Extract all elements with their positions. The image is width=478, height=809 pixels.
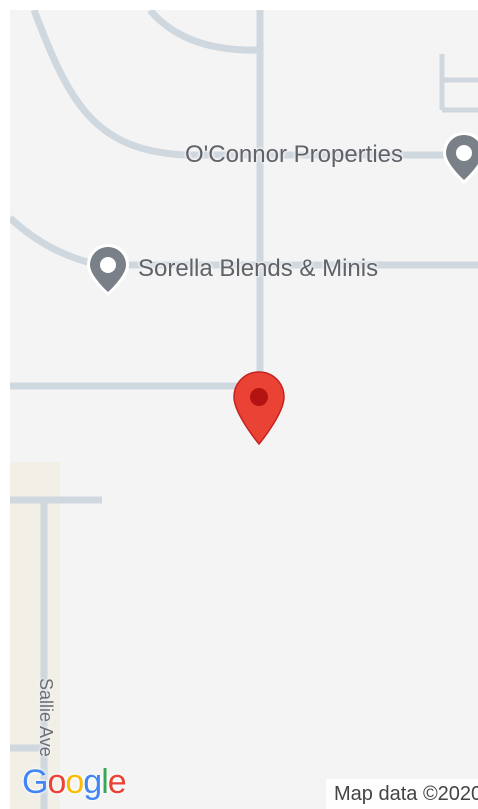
google-logo-letter: e <box>107 763 127 801</box>
road <box>147 10 261 54</box>
place-pin-icon[interactable] <box>441 130 478 186</box>
google-logo-letter: o <box>47 763 66 801</box>
map-canvas[interactable]: O'Connor Properties Sorella Blends & Min… <box>10 10 478 809</box>
place-pin-icon[interactable] <box>85 242 131 298</box>
street-label-sallie-ave: Sallie Ave <box>36 678 56 757</box>
google-logo-letter: G <box>22 763 48 801</box>
poi-label-oconnor-properties[interactable]: O'Connor Properties <box>185 141 404 168</box>
red-location-marker-icon[interactable] <box>232 370 286 446</box>
google-logo-letter: l <box>101 763 109 801</box>
google-logo[interactable]: Google <box>22 763 127 801</box>
map-base-layer <box>10 10 478 809</box>
poi-label-sorella-blends[interactable]: Sorella Blends & Minis <box>138 255 379 282</box>
google-logo-letter: o <box>65 763 84 801</box>
road <box>30 10 260 159</box>
map-attribution[interactable]: Map data ©2020 <box>326 779 478 809</box>
google-logo-letter: g <box>83 763 102 801</box>
